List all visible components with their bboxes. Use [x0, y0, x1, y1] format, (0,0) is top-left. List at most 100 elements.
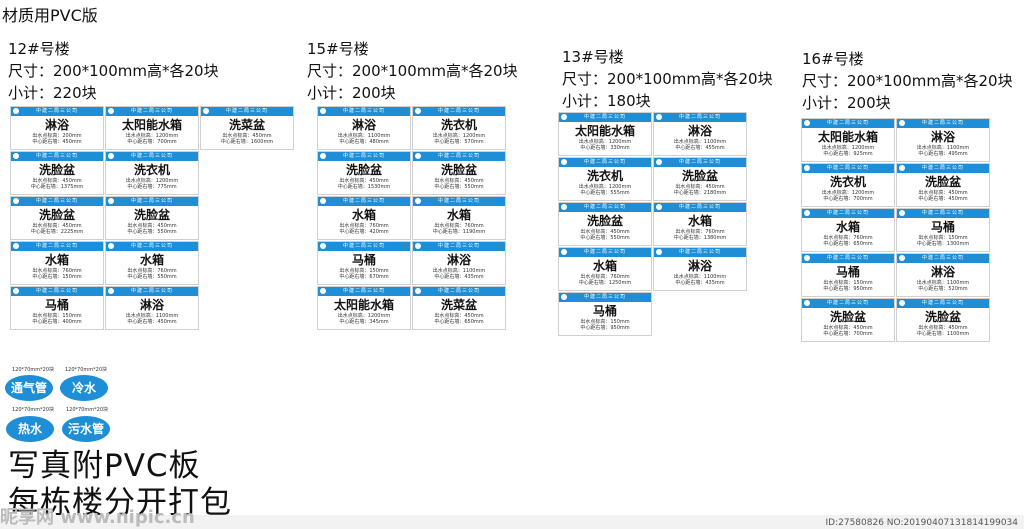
outlet-height: 出水点标高：150mm — [339, 268, 389, 274]
fixture-name: 水箱 — [835, 220, 860, 234]
company-logo-icon — [561, 294, 567, 300]
company-logo-icon — [656, 114, 662, 120]
center-distance: 中心距右墙：1600mm — [220, 139, 274, 145]
label-header: 中建二局三公司 — [413, 152, 505, 161]
label-header: 中建二局三公司 — [654, 203, 746, 212]
group-size: 尺寸：200*100mm高*各20块 — [802, 72, 1013, 90]
outlet-height: 出水点标高：450mm — [222, 133, 272, 139]
outlet-height: 出水点标高：1100mm — [916, 280, 970, 286]
outlet-height: 出水点标高：760mm — [127, 268, 177, 274]
company-logo-icon — [108, 288, 114, 294]
fixture-name: 淋浴 — [930, 265, 955, 279]
outlet-height: 出水点标高：1200mm — [821, 190, 875, 196]
center-distance: 中心距右墙：555mm — [580, 190, 630, 196]
center-distance: 中心距右墙：1375mm — [30, 184, 84, 190]
center-distance: 中心距右墙：2225mm — [30, 229, 84, 235]
center-distance: 中心距右墙：1250mm — [578, 280, 632, 286]
group-name: 16#号楼 — [802, 50, 864, 68]
fixture-name: 水箱 — [446, 208, 471, 222]
group-subtotal: 小计：180块 — [562, 92, 651, 110]
company-logo-icon — [804, 300, 810, 306]
label-header: 中建二局三公司 — [106, 287, 198, 296]
label-header: 中建二局三公司 — [318, 242, 410, 251]
company-logo-icon — [415, 243, 421, 249]
center-distance: 中心距右墙：435mm — [434, 274, 484, 280]
center-distance: 中心距右墙：520mm — [918, 286, 968, 292]
company-logo-icon — [899, 120, 905, 126]
label-header: 中建二局三公司 — [654, 113, 746, 122]
fixture-name: 洗脸盆 — [38, 163, 75, 177]
company-logo-icon — [13, 153, 19, 159]
center-distance: 中心距右墙：670mm — [339, 274, 389, 280]
fixture-name: 太阳能水箱 — [817, 130, 878, 144]
outlet-height: 出水点标高：1200mm — [821, 145, 875, 151]
company-logo-icon — [320, 243, 326, 249]
outlet-height: 出水点标高：450mm — [918, 325, 968, 331]
pipe-label-sewage: 污水管 — [62, 416, 110, 442]
fixture-name: 太阳能水箱 — [574, 124, 635, 138]
fixture-name: 洗脸盆 — [924, 175, 961, 189]
note-line-1: 写真附PVC板 — [8, 448, 201, 484]
center-distance: 中心距右墙：345mm — [339, 319, 389, 325]
company-logo-icon — [203, 108, 209, 114]
outlet-height: 出水点标高：760mm — [580, 274, 630, 280]
label-header: 中建二局三公司 — [201, 107, 293, 116]
outlet-height: 出水点标高：760mm — [32, 268, 82, 274]
company-logo-icon — [561, 204, 567, 210]
center-distance: 中心距右墙：950mm — [823, 286, 873, 292]
fixture-name: 淋浴 — [139, 298, 164, 312]
outlet-height: 出水点标高：150mm — [918, 235, 968, 241]
center-distance: 中心距右墙：775mm — [127, 184, 177, 190]
outlet-height: 出水点标高：760mm — [675, 229, 725, 235]
label-header: 中建二局三公司 — [559, 248, 651, 257]
label-header: 中建二局三公司 — [11, 152, 103, 161]
company-logo-icon — [13, 108, 19, 114]
outlet-height: 出水点标高：1200mm — [578, 184, 632, 190]
fixture-name: 洗脸盆 — [133, 208, 170, 222]
fixture-name: 洗菜盆 — [228, 118, 265, 132]
group-size: 尺寸：200*100mm高*各20块 — [562, 70, 773, 88]
label-header: 中建二局三公司 — [559, 158, 651, 167]
outlet-height: 出水点标高：150mm — [580, 319, 630, 325]
label-header: 中建二局三公司 — [106, 242, 198, 251]
fixture-name: 洗衣机 — [133, 163, 170, 177]
fixture-name: 淋浴 — [930, 130, 955, 144]
pipe-label-vent: 通气管 — [5, 375, 53, 401]
pipe-size: 120*70mm*20块 — [12, 407, 55, 413]
outlet-height: 出水点标高：1200mm — [578, 139, 632, 145]
center-distance: 中心距右墙：1300mm — [916, 241, 970, 247]
label-header: 中建二局三公司 — [11, 287, 103, 296]
label-header: 中建二局三公司 — [318, 152, 410, 161]
company-logo-icon — [804, 165, 810, 171]
label-header: 中建二局三公司 — [413, 197, 505, 206]
company-logo-icon — [804, 120, 810, 126]
outlet-height: 出水点标高：760mm — [434, 223, 484, 229]
group-info-12: 12#号楼 尺寸：200*100mm高*各20块 小计：220块 — [8, 38, 219, 104]
label-header: 中建二局三公司 — [318, 107, 410, 116]
outlet-height: 出水点标高：1200mm — [337, 313, 391, 319]
company-logo-icon — [320, 153, 326, 159]
label-header: 中建二局三公司 — [559, 113, 651, 122]
company-logo-icon — [415, 153, 421, 159]
company-logo-icon — [899, 300, 905, 306]
label-header: 中建二局三公司 — [318, 197, 410, 206]
company-logo-icon — [899, 210, 905, 216]
group-size: 尺寸：200*100mm高*各20块 — [307, 62, 518, 80]
group-info-16: 16#号楼 尺寸：200*100mm高*各20块 小计：200块 — [802, 48, 1013, 114]
company-logo-icon — [320, 288, 326, 294]
